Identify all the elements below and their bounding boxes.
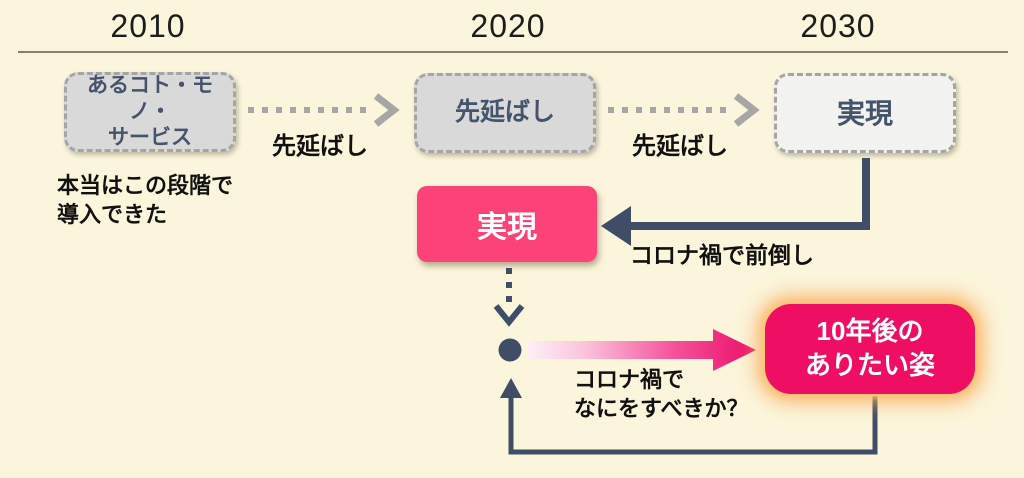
future-vision-line1: 10年後の	[816, 316, 924, 347]
corona-what-to-do-label: コロナ禍で なにをすべきか？	[574, 366, 748, 423]
timeline-rule	[18, 51, 1008, 53]
node-realized-now: 実現	[417, 186, 597, 262]
node-future-vision: 10年後の ありたい姿	[765, 304, 975, 394]
year-label-2030: 2030	[800, 8, 876, 44]
postpone-label-2: 先延ばし	[632, 133, 728, 160]
node-2030-realize: 実現	[774, 73, 956, 153]
future-vision-line2: ありたい姿	[804, 350, 935, 380]
node-2030-label: 実現	[836, 97, 893, 129]
could-have-line1: 本当はこの段階で	[57, 173, 234, 198]
node-2010-line1: あるコト・モノ・	[87, 73, 213, 123]
corona-what-line1: コロナ禍で	[574, 367, 685, 392]
corona-pull-forward-label: コロナ禍で前倒し	[630, 242, 814, 268]
corona-what-line2: なにをすべきか？	[574, 395, 749, 421]
drop-to-dot-arrow	[493, 268, 525, 327]
year-label-2010: 2010	[110, 8, 186, 44]
could-have-introduced-note: 本当はこの段階で 導入できた	[57, 172, 233, 229]
node-2010-line2: サービス	[108, 126, 192, 150]
gradient-forward-arrow	[527, 329, 756, 371]
could-have-line2: 導入できた	[57, 201, 168, 227]
postpone-arrow-2010-2020	[248, 93, 400, 127]
postpone-arrow-2020-2030	[608, 93, 760, 127]
node-2020-postpone: 先延ばし	[414, 73, 596, 153]
year-label-2020: 2020	[470, 8, 546, 44]
node-2010-service: あるコト・モノ・ サービス	[64, 72, 236, 152]
feedback-loop-arrow	[500, 378, 878, 455]
postpone-label-1: 先延ばし	[272, 133, 368, 160]
pull-forward-arrow	[601, 158, 870, 246]
node-2020-label: 先延ばし	[454, 98, 555, 127]
node-realized-now-label: 実現	[477, 211, 537, 244]
junction-dot	[498, 338, 522, 362]
